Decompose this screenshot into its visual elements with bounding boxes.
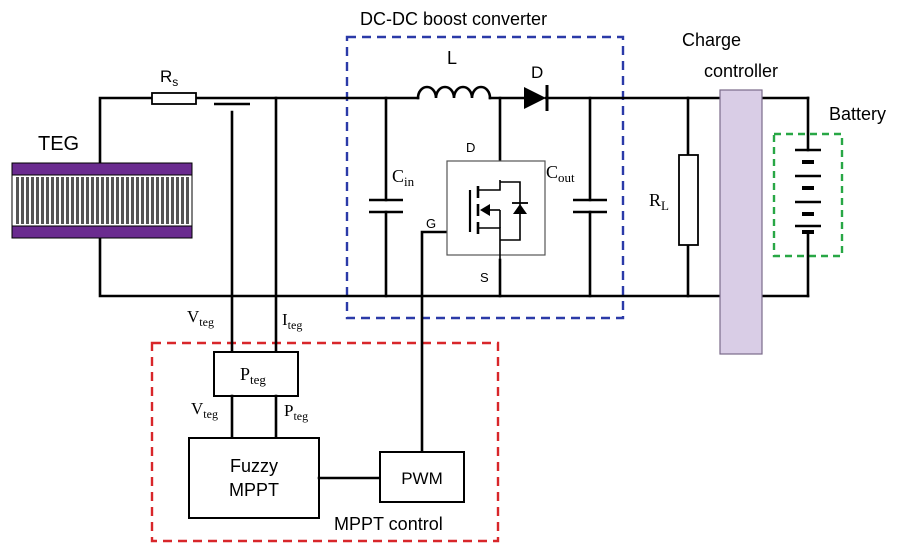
teg-leg [156, 177, 159, 224]
mppt-control-box [150, 341, 500, 543]
teg-leg [26, 177, 29, 224]
teg-leg [21, 177, 24, 224]
teg-leg [31, 177, 34, 224]
teg-leg [151, 177, 154, 224]
teg-leg [36, 177, 39, 224]
cin-label: Cin [392, 166, 415, 189]
inductor-label: L [447, 48, 457, 68]
cin-capacitor [369, 198, 403, 214]
teg-leg [81, 177, 84, 224]
inductor-l [416, 85, 492, 100]
charge-controller [719, 89, 763, 355]
mosfet-switch [446, 160, 546, 260]
teg-leg [71, 177, 74, 224]
boost-converter-box [345, 35, 625, 320]
rl-label: RL [649, 190, 669, 213]
pwm-label: PWM [401, 469, 443, 488]
teg-leg [111, 177, 114, 224]
mppt-control-label: MPPT control [334, 514, 443, 534]
teg-leg [96, 177, 99, 224]
teg-leg [16, 177, 19, 224]
teg-leg [131, 177, 134, 224]
teg-leg [176, 177, 179, 224]
diode-label: D [531, 63, 543, 82]
teg-leg [136, 177, 139, 224]
teg-leg [106, 177, 109, 224]
teg-leg [146, 177, 149, 224]
pteg-bottom-label: Pteg [284, 401, 308, 423]
rs-label: Rs [160, 67, 178, 89]
fuzzy-label-line1: Fuzzy [230, 456, 278, 476]
teg-module [11, 162, 193, 239]
teg-leg [181, 177, 184, 224]
cout-label: Cout [546, 162, 575, 185]
battery-label: Battery [829, 104, 886, 124]
teg-leg [166, 177, 169, 224]
teg-leg [86, 177, 89, 224]
teg-leg [46, 177, 49, 224]
mosfet-gate-label: G [426, 216, 436, 231]
vteg-top-label: Vteg [187, 307, 214, 329]
vteg-bottom-label: Vteg [191, 399, 218, 421]
teg-leg [61, 177, 64, 224]
teg-thermoelectric-legs [16, 177, 189, 224]
teg-leg [161, 177, 164, 224]
teg-leg [141, 177, 144, 224]
teg-leg [91, 177, 94, 224]
rl-resistor [678, 154, 699, 246]
diode-d [524, 85, 549, 111]
pwm-block [379, 451, 465, 503]
teg-leg [126, 177, 129, 224]
pteg-block-label: Pteg [240, 364, 266, 387]
rs-resistor [151, 92, 197, 105]
battery-box [772, 132, 844, 258]
teg-leg [186, 177, 189, 224]
teg-leg [116, 177, 119, 224]
cout-capacitor [573, 198, 607, 214]
charge-controller-label-line1: Charge [682, 30, 741, 50]
teg-leg [121, 177, 124, 224]
teg-leg [56, 177, 59, 224]
teg-leg [41, 177, 44, 224]
mosfet-drain-label: D [466, 140, 475, 155]
pteg-block [213, 351, 299, 397]
charge-controller-label-line2: controller [704, 61, 778, 81]
fuzzy-label-line2: MPPT [229, 480, 279, 500]
iteg-label: Iteg [282, 310, 302, 332]
teg-leg [51, 177, 54, 224]
teg-leg [66, 177, 69, 224]
teg-leg [76, 177, 79, 224]
mosfet-source-label: S [480, 270, 489, 285]
teg-leg [171, 177, 174, 224]
teg-label: TEG [38, 133, 79, 155]
converter-title: DC-DC boost converter [360, 9, 547, 29]
fuzzy-mppt-block [188, 437, 320, 519]
main-wiring [98, 96, 810, 454]
teg-leg [101, 177, 104, 224]
battery [795, 148, 821, 234]
